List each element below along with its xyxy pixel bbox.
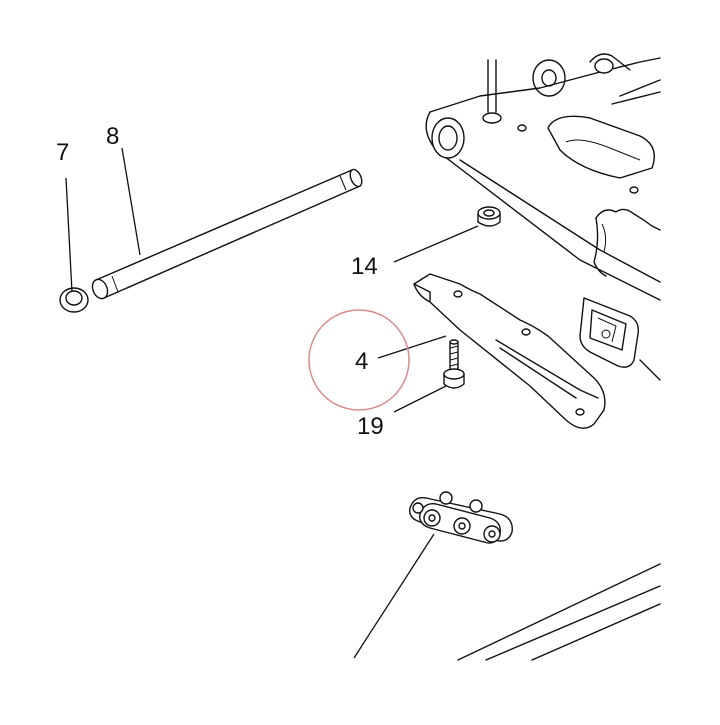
- callout-19: 19: [357, 413, 384, 440]
- leader-19: [393, 385, 447, 413]
- nut-part-14: [477, 206, 501, 227]
- lower-frame-rails: [457, 563, 661, 661]
- leader-4: [377, 335, 447, 359]
- frame-assembly: [425, 53, 661, 381]
- callout-14: 14: [351, 253, 378, 280]
- leader-14: [393, 225, 479, 263]
- leader-8: [121, 147, 141, 256]
- callout-4: 4: [355, 348, 368, 375]
- callout-8: 8: [106, 123, 119, 150]
- chain-link-assembly: [409, 491, 513, 544]
- callout-7: 7: [56, 139, 69, 166]
- washer-part-7: [59, 287, 89, 313]
- leader-7: [65, 177, 73, 293]
- bolt-part-19: [443, 339, 465, 389]
- bracket-part-4: [413, 273, 606, 429]
- leader-chain: [353, 533, 435, 659]
- pin-part-8: [91, 168, 363, 300]
- highlight-circle: [308, 309, 410, 411]
